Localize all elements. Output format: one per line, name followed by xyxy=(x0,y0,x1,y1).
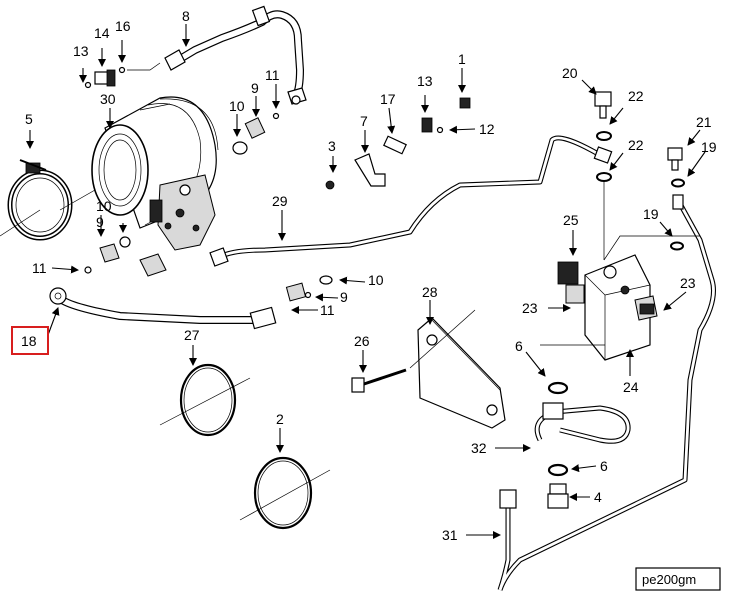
callout-23: 23 xyxy=(522,300,538,316)
callout-6: 6 xyxy=(515,338,523,354)
callout-31: 30 xyxy=(100,91,116,107)
callout-labels: 5 13 14 16 30 8 10 9 11 10 9 11 29 27 2 … xyxy=(25,8,717,543)
callout-9: 9 xyxy=(96,214,104,230)
banjo-bolt-part xyxy=(594,91,685,260)
o-ring-part xyxy=(239,456,331,530)
callout-4: 4 xyxy=(594,489,602,505)
callout-22: 22 xyxy=(628,88,644,104)
fitting-part xyxy=(84,66,471,302)
mounting-plate-part xyxy=(351,309,506,429)
callout-3: 3 xyxy=(328,138,336,154)
callout-10: 10 xyxy=(96,198,112,214)
callout-18: 18 xyxy=(21,333,37,349)
callout-14: 14 xyxy=(94,25,110,41)
callout-32: 32 xyxy=(471,440,487,456)
callout-15: 13 xyxy=(73,43,89,59)
callout-18-highlighted[interactable]: 18 xyxy=(11,326,49,355)
callout-7: 7 xyxy=(360,113,368,129)
callout-22: 22 xyxy=(628,137,644,153)
callout-9: 9 xyxy=(251,80,259,96)
reference-code-box: pe200gm xyxy=(635,567,721,591)
long-tube-part xyxy=(209,135,613,267)
callout-10: 10 xyxy=(229,98,245,114)
callout-11: 11 xyxy=(32,260,47,276)
callout-19: 19 xyxy=(643,206,659,222)
callout-12: 12 xyxy=(479,121,495,137)
callout-27: 27 xyxy=(184,327,200,343)
callout-21: 21 xyxy=(696,114,712,130)
callout-23: 23 xyxy=(680,275,696,291)
reference-code: pe200gm xyxy=(642,572,696,587)
callout-2: 2 xyxy=(276,411,284,427)
callout-13: 13 xyxy=(417,73,433,89)
callout-29: 29 xyxy=(272,193,288,209)
v-band-clamp-part xyxy=(0,159,73,241)
callout-11: 11 xyxy=(265,67,280,83)
o-ring-part xyxy=(159,363,251,437)
callout-17: 17 xyxy=(380,91,396,107)
leader-lines xyxy=(26,24,706,539)
callout-8: 8 xyxy=(182,8,190,24)
callout-6: 6 xyxy=(600,458,608,474)
callout-10: 10 xyxy=(368,272,384,288)
callout-5: 5 xyxy=(25,111,33,127)
callout-19: 19 xyxy=(701,139,717,155)
lower-hose-part xyxy=(49,287,277,330)
callout-20: 20 xyxy=(562,65,578,81)
valve-block-part xyxy=(540,235,700,361)
callout-16: 16 xyxy=(115,18,131,34)
callout-26: 26 xyxy=(354,333,370,349)
drain-tube-part xyxy=(534,381,631,509)
return-tube-part xyxy=(497,194,716,591)
callout-9: 9 xyxy=(340,289,348,305)
upper-hose-part xyxy=(164,5,307,105)
callout-1: 1 xyxy=(458,51,466,67)
callout-30: 31 xyxy=(442,527,458,543)
callout-28: 28 xyxy=(422,284,438,300)
turbo-housing-part xyxy=(59,96,219,251)
callout-24: 24 xyxy=(623,379,639,395)
callout-25: 25 xyxy=(563,212,579,228)
callout-11: 11 xyxy=(320,302,335,318)
